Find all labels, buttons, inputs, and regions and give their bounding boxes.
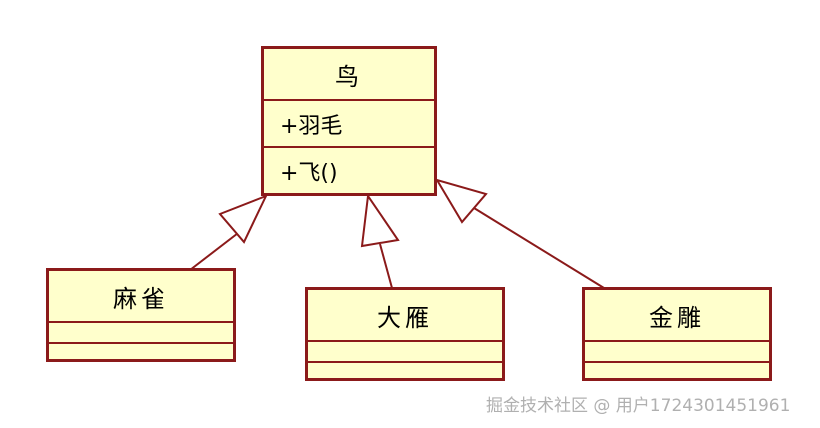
class-sparrow: 麻雀	[46, 268, 236, 362]
edge-goose-to-bird	[379, 243, 393, 289]
class-attributes-empty	[49, 321, 233, 342]
class-name: 金雕	[649, 303, 705, 332]
watermark: 掘金技术社区 @ 用户1724301451961	[486, 396, 791, 416]
class-name: 大雁	[377, 303, 433, 332]
class-bird: 鸟 +羽毛 +飞()	[261, 46, 437, 196]
class-eagle: 金雕	[582, 287, 772, 381]
arrowhead-sparrow	[218, 194, 268, 244]
class-name: 麻雀	[113, 284, 169, 313]
class-operations-empty	[308, 361, 502, 378]
class-name: 鸟	[335, 62, 363, 91]
class-attribute: +羽毛	[264, 99, 434, 146]
arrowhead-goose	[360, 193, 400, 248]
class-operations-empty	[585, 361, 769, 378]
class-attributes-empty	[585, 340, 769, 361]
class-attributes-empty	[308, 340, 502, 361]
edge-sparrow-to-bird	[189, 229, 243, 271]
class-operation: +飞()	[264, 146, 434, 193]
arrowhead-eagle	[434, 178, 488, 224]
class-operations-empty	[49, 342, 233, 359]
edge-eagle-to-bird	[473, 207, 605, 289]
class-goose: 大雁	[305, 287, 505, 381]
